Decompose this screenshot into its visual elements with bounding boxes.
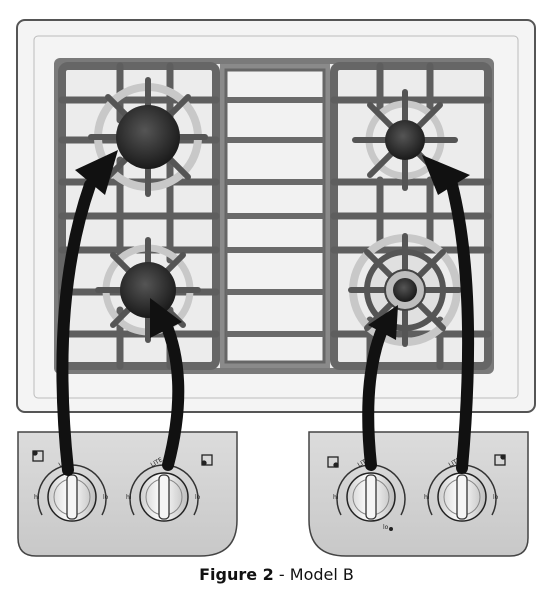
burner-right-front <box>348 233 462 347</box>
knob-lo-label: lo <box>493 494 499 501</box>
knob-hi-label: hi <box>126 494 132 501</box>
burner-position-indicator-icon <box>201 454 213 466</box>
figure-label: Figure 2 <box>199 565 274 584</box>
burner-cap-right-rear <box>385 120 425 160</box>
knob-lo-label: lo <box>195 494 201 501</box>
knob-lo-label: lo <box>383 524 389 531</box>
burner-left-front <box>95 237 201 343</box>
burner-left-rear <box>88 77 208 197</box>
arrow-right-inner-to-right-front <box>362 305 398 471</box>
burner-position-indicator-icon <box>327 456 339 468</box>
right-control-panel <box>308 431 529 557</box>
burner-position-indicator-icon <box>32 450 44 462</box>
arrow-right-outer-to-right-rear <box>422 155 475 474</box>
burner-position-indicator-icon <box>494 454 506 466</box>
burner-cap-left-front <box>120 262 176 318</box>
caption-text: Model B <box>289 565 354 584</box>
knob-hi-label: hi <box>34 494 40 501</box>
arrow-left-inner-to-left-front <box>150 298 185 471</box>
burner-cap-left-rear <box>116 105 180 169</box>
caption-separator: - <box>273 565 290 584</box>
knob-hi-label: hi <box>424 494 430 501</box>
center-griddle <box>220 64 330 368</box>
arrow-left-outer-to-left-rear <box>56 150 118 476</box>
knob-lo-label: lo <box>103 494 109 501</box>
figure-caption: Figure 2 - Model B <box>0 565 553 584</box>
knob-hi-label: hi <box>333 494 339 501</box>
burner-cap-right-front <box>393 278 417 302</box>
